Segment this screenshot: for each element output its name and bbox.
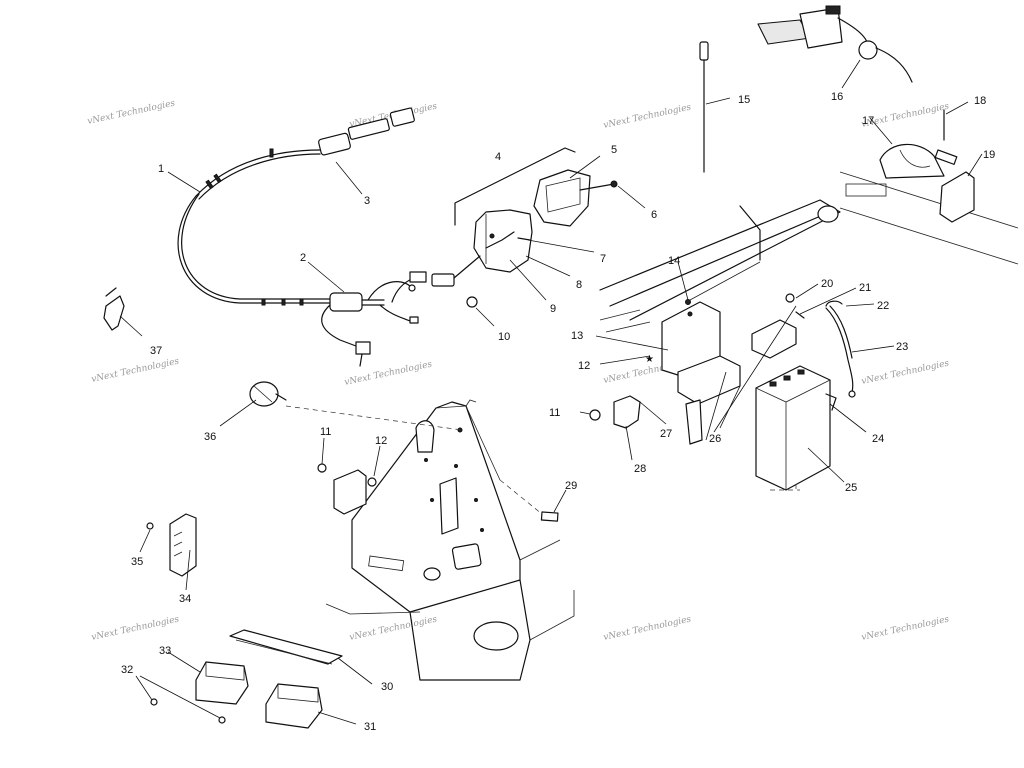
callout-26: 26: [709, 433, 721, 445]
callout-15: 15: [738, 94, 750, 106]
callout-36: 36: [204, 431, 216, 443]
callout-29: 29: [565, 480, 577, 492]
callout-22: 22: [877, 300, 889, 312]
callout-19: 19: [983, 149, 995, 161]
frame-tube: [599, 199, 841, 333]
bolt-29: [540, 511, 559, 522]
callout-32: 32: [121, 664, 133, 676]
callout-20: 20: [821, 278, 833, 290]
watermark: vNext Technologies: [91, 614, 181, 642]
callout-5: 5: [611, 144, 617, 156]
callout-34: 34: [179, 593, 191, 605]
battery-25: [755, 365, 837, 491]
callout-16: 16: [831, 91, 843, 103]
battery-cable: [751, 293, 856, 398]
callout-11a: 11: [320, 426, 331, 438]
callout-12b: 12: [578, 360, 590, 372]
taillight-assembly: [431, 147, 618, 308]
connector-3: [318, 107, 415, 156]
callout-3: 3: [364, 195, 370, 207]
callout-13: 13: [571, 330, 583, 342]
horn-assembly: [839, 109, 1019, 265]
callout-27: 27: [660, 428, 672, 440]
alignment-lines: [285, 405, 800, 515]
coil-assembly: [317, 463, 377, 515]
callout-1: 1: [158, 163, 164, 175]
watermark: vNext Technologies: [861, 358, 951, 386]
callout-6: 6: [651, 209, 657, 221]
callout-8: 8: [576, 279, 582, 291]
callout-37: 37: [150, 345, 162, 357]
callout-23: 23: [896, 341, 908, 353]
star-marker-icon: ★: [645, 354, 654, 365]
clip-28: [589, 395, 641, 429]
callout-12a: 12: [375, 435, 387, 447]
screws-32: [150, 698, 226, 724]
callout-18: 18: [974, 95, 986, 107]
chassis-panel: [325, 399, 575, 681]
callout-10: 10: [498, 331, 510, 343]
callout-35: 35: [131, 556, 143, 568]
wiring-harness: [177, 107, 427, 367]
callout-21: 21: [859, 282, 871, 294]
callout-28: 28: [634, 463, 646, 475]
callouts: 1 2 3 4 5 6 7 8 9 10 11 11 12 12 13 14 1…: [121, 91, 995, 733]
watermark: vNext Technologies: [91, 356, 181, 384]
callout-17: 17: [862, 115, 874, 127]
callout-31: 31: [364, 721, 376, 733]
bracket-34: [146, 513, 197, 577]
callout-4: 4: [495, 151, 501, 163]
handlebar-switch-16: [757, 5, 913, 83]
watermark: vNext Technologies: [344, 359, 434, 387]
watermark: vNext Technologies: [603, 102, 693, 130]
watermark: vNext Technologies: [603, 614, 693, 642]
pad-31: [265, 683, 323, 729]
bar-30: [229, 629, 343, 665]
callout-9: 9: [550, 303, 556, 315]
callout-14: 14: [668, 255, 680, 267]
callout-24: 24: [872, 433, 884, 445]
watermark: vNext Technologies: [87, 98, 177, 126]
connector-2: [321, 271, 427, 367]
rod-15: [699, 41, 709, 173]
callout-33: 33: [159, 645, 171, 657]
bulb-37: [103, 287, 125, 331]
battery-bracket: [661, 299, 741, 445]
switch-36: [249, 381, 287, 407]
leader-lines: [119, 59, 983, 725]
pad-33: [195, 661, 249, 705]
callout-11b: 11: [549, 407, 560, 419]
callout-2: 2: [300, 252, 306, 264]
watermark: vNext Technologies: [861, 614, 951, 642]
callout-30: 30: [381, 681, 393, 693]
callout-25: 25: [845, 482, 857, 494]
callout-7: 7: [600, 253, 606, 265]
watermark: vNext Technologies: [349, 614, 439, 642]
